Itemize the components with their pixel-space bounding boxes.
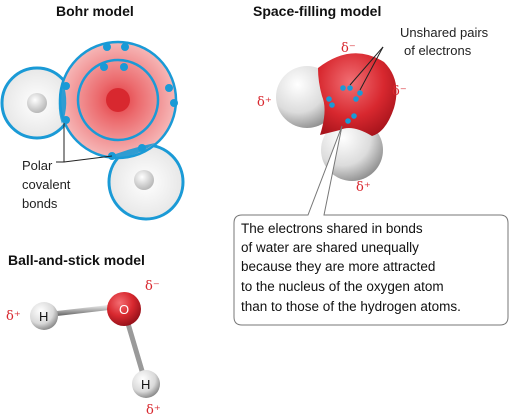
ball-charge-oxygen: δ⁻ — [145, 279, 160, 294]
bohr-label-line-3: bonds — [22, 196, 58, 211]
callout-line-3: because they are more attracted — [241, 259, 435, 274]
bohr-label-line-1: Polar — [22, 158, 53, 173]
bohr-model — [0, 40, 185, 221]
bohr-hydrogen-left-nucleus — [27, 93, 47, 113]
ball-charge-hydrogen-bottom: δ⁺ — [146, 403, 161, 418]
space-label-line-2: of electrons — [404, 43, 472, 58]
callout-line-2: of water are shared unequally — [241, 240, 419, 255]
bohr-hydrogen-bottom-nucleus — [134, 170, 154, 190]
callout-line-5: than to those of the hydrogen atoms. — [241, 299, 461, 314]
space-charge-hydrogen-left: δ⁺ — [257, 95, 272, 110]
ball-hydrogen-bottom — [132, 370, 160, 398]
space-title: Space-filling model — [253, 3, 381, 19]
space-filling-model — [276, 46, 397, 181]
callout: The electrons shared in bonds of water a… — [233, 125, 509, 326]
ball-charge-hydrogen-left: δ⁺ — [6, 309, 21, 324]
ball-label-o: O — [119, 302, 129, 317]
bohr-oxygen-inner-shell — [76, 58, 160, 142]
space-label-line-1: Unshared pairs — [400, 25, 489, 40]
bohr-title: Bohr model — [56, 3, 134, 19]
callout-line-1: The electrons shared in bonds — [241, 221, 423, 236]
bohr-label-line-2: covalent — [22, 177, 71, 192]
space-charge-hydrogen-lower: δ⁺ — [356, 180, 371, 195]
ball-label-h-bottom: H — [141, 377, 150, 392]
bohr-electrons — [62, 43, 178, 160]
callout-line-4: to the nucleus of the oxygen atom — [241, 279, 444, 294]
ballstick-title: Ball-and-stick model — [8, 252, 145, 268]
ball-oxygen — [107, 292, 141, 326]
space-oxygen — [318, 53, 397, 136]
ball-and-stick-model — [30, 292, 160, 398]
ball-hydrogen-left — [30, 302, 58, 330]
space-electrons — [326, 85, 363, 124]
space-hydrogen-lower — [321, 119, 383, 181]
callout-box — [233, 125, 509, 326]
ball-label-h-left: H — [39, 309, 48, 324]
space-charge-oxygen-right: δ⁻ — [392, 84, 407, 99]
bohr-oxygen-nucleus — [106, 88, 130, 112]
bohr-bond-overlap-left — [58, 82, 67, 124]
space-charge-oxygen-top: δ⁻ — [341, 41, 356, 56]
